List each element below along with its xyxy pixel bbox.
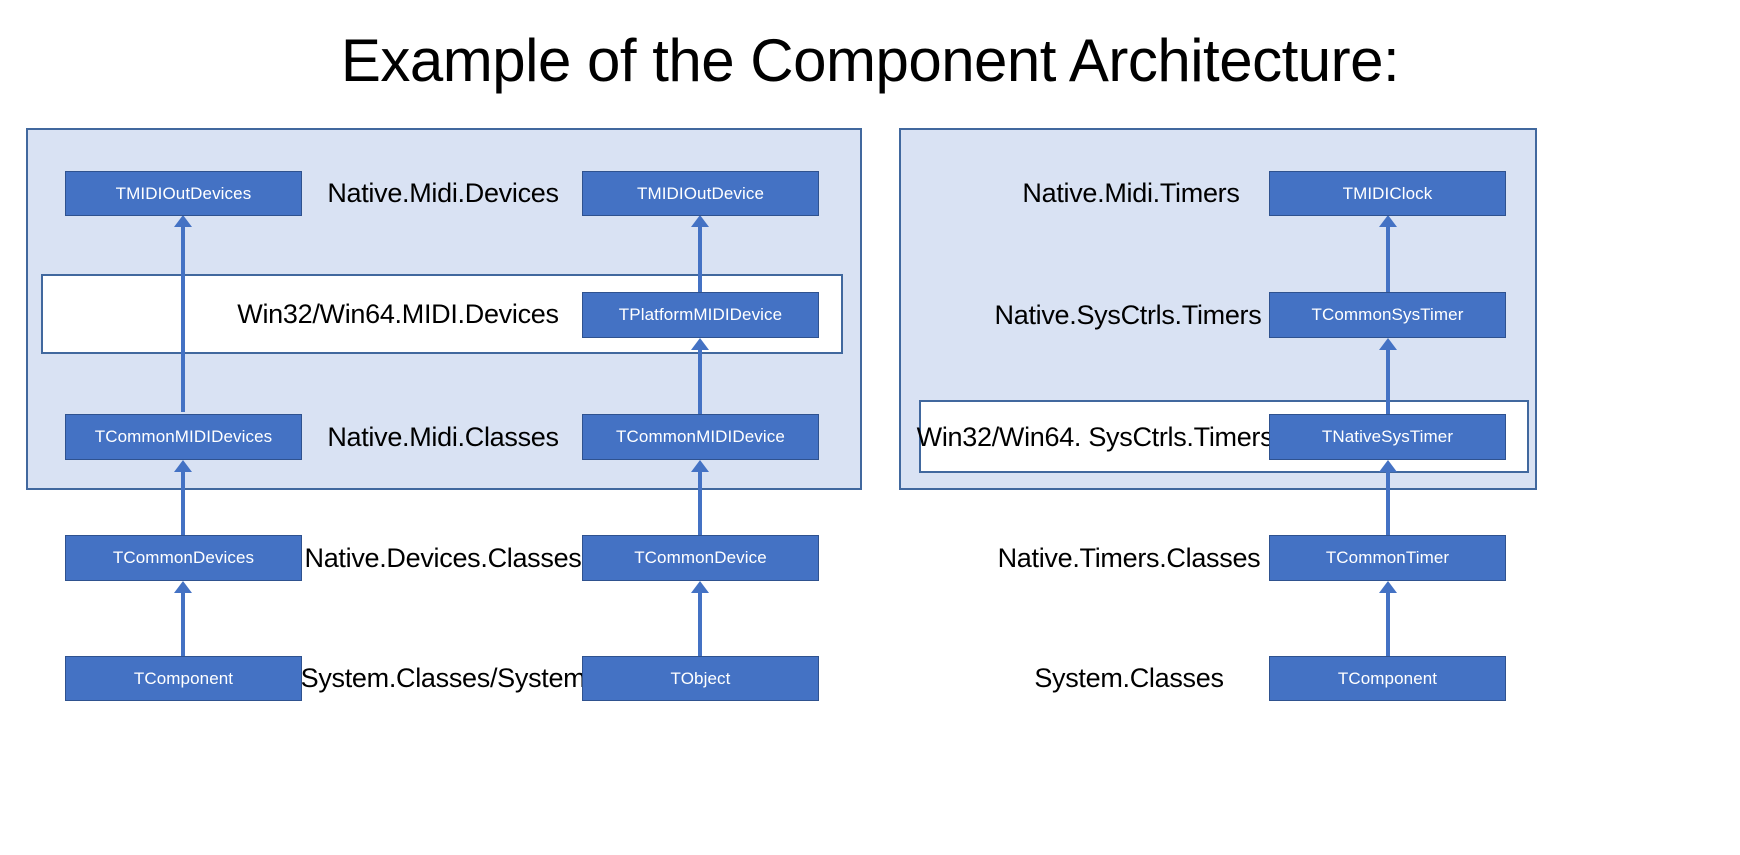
class-box-tmidiclock[interactable]: TMIDIClock <box>1269 171 1506 216</box>
class-box-tcommonsystimer[interactable]: TCommonSysTimer <box>1269 292 1506 338</box>
namespace-label-native-midi-devices: Native.Midi.Devices <box>327 178 559 208</box>
arrow-tcommondevice-to-tcommonmididevice <box>691 460 709 535</box>
class-box-tobject[interactable]: TObject <box>582 656 819 701</box>
arrow-tplatformmididevice-to-tmidioutdevice <box>691 215 709 292</box>
namespace-label-win32-win64-midi-devices: Win32/Win64.MIDI.Devices <box>237 299 559 329</box>
class-box-tcommondevices[interactable]: TCommonDevices <box>65 535 302 581</box>
class-box-tcommondevice[interactable]: TCommonDevice <box>582 535 819 581</box>
class-box-tcomponent-right[interactable]: TComponent <box>1269 656 1506 701</box>
arrow-tcommonsystimer-to-tmidiclock <box>1379 215 1397 292</box>
arrow-tcommontimer-to-tnativesystimer <box>1379 460 1397 535</box>
arrow-tcommonmididevice-to-tplatformmididevice <box>691 338 709 415</box>
arrow-tcomponent-to-tcommondevices <box>174 581 192 656</box>
namespace-label-system-classes-system: System.Classes/System <box>300 663 586 693</box>
class-box-tnativesystimer[interactable]: TNativeSysTimer <box>1269 414 1506 460</box>
arrow-tnativesystimer-to-tcommonsystimer <box>1379 338 1397 415</box>
arrow-tobject-to-tcommondevice <box>691 581 709 656</box>
class-box-tcommonmididevices[interactable]: TCommonMIDIDevices <box>65 414 302 460</box>
arrow-tcommondevices-to-tcommonmididevices <box>174 460 192 535</box>
arrow-tcommonmididevices-to-tmidioutdevices <box>174 215 192 412</box>
class-box-tmidioutdevices[interactable]: TMIDIOutDevices <box>65 171 302 216</box>
class-box-tcommonmididevice[interactable]: TCommonMIDIDevice <box>582 414 819 460</box>
class-box-tcomponent-left[interactable]: TComponent <box>65 656 302 701</box>
class-box-tplatformmididevice[interactable]: TPlatformMIDIDevice <box>582 292 819 338</box>
namespace-label-native-sysctrls-timers: Native.SysCtrls.Timers <box>994 299 1262 330</box>
class-box-tmidioutdevice[interactable]: TMIDIOutDevice <box>582 171 819 216</box>
namespace-label-native-midi-classes: Native.Midi.Classes <box>327 421 559 452</box>
class-box-tcommontimer[interactable]: TCommonTimer <box>1269 535 1506 581</box>
namespace-label-native-timers-classes: Native.Timers.Classes <box>997 542 1261 573</box>
arrow-tcomponent-to-tcommontimer <box>1379 581 1397 656</box>
page-title: Example of the Component Architecture: <box>340 27 1400 94</box>
namespace-label-native-devices-classes: Native.Devices.Classes <box>304 542 582 573</box>
namespace-label-win32-win64-sysctrls-timers: Win32/Win64. SysCtrls.Timers <box>916 421 1274 452</box>
namespace-label-system-classes: System.Classes <box>1034 663 1224 693</box>
namespace-label-native-midi-timers: Native.Midi.Timers <box>1022 178 1240 208</box>
